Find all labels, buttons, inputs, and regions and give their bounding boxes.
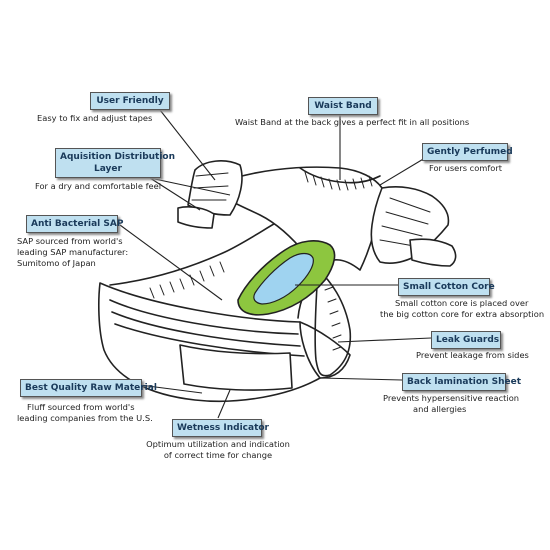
desc-anti-bacterial-sap-2: leading SAP manufacturer:	[17, 247, 129, 257]
desc-back-lamination-2: and allergies	[413, 404, 467, 414]
desc-small-cotton-core-2: the big cotton core for extra absorption	[380, 309, 545, 319]
desc-leak-guards: Prevent leakage from sides	[416, 350, 529, 360]
desc-wetness-2: of correct time for change	[163, 450, 273, 460]
left-tape	[177, 206, 215, 229]
right-tape	[409, 238, 457, 267]
leader-anti-bacterial	[119, 224, 223, 301]
leader-leak-guards	[337, 337, 432, 343]
small-cotton-core	[253, 252, 314, 305]
front-panel	[179, 344, 293, 391]
leader-back-lamination	[319, 377, 403, 381]
desc-anti-bacterial-sap-3: Sumitomo of Japan	[17, 258, 96, 268]
label-user-friendly: User Friendly	[90, 92, 170, 110]
label-aquisition-line1: Aquisition Distribution	[60, 152, 176, 162]
desc-aquisition-distribution-layer: For a dry and comfortable feel	[35, 181, 162, 191]
desc-waist-band: Waist Band at the back gives a perfect f…	[235, 117, 470, 127]
desc-anti-bacterial-sap-1: SAP sourced from world's	[17, 236, 123, 246]
label-gently-perfumed: Gently Perfumed	[422, 143, 513, 161]
desc-back-lamination-1: Prevents hypersensitive reaction	[383, 393, 520, 403]
desc-best-quality-2: leading companies from the U.S.	[17, 413, 153, 423]
desc-small-cotton-core-1: Small cotton core is placed over	[395, 298, 529, 308]
back-waistband	[299, 167, 381, 184]
leader-wetness	[217, 389, 231, 419]
leader-user-friendly	[159, 109, 216, 181]
diaper-back-body	[214, 166, 383, 271]
label-aquisition-distribution-layer: Aquisition Distribution Layer	[55, 148, 176, 178]
desc-user-friendly: Easy to fix and adjust tapes	[37, 113, 153, 123]
label-wetness-indicator: Wetness Indicator	[172, 419, 269, 437]
label-anti-bacterial-sap: Anti Bacterial SAP	[26, 215, 123, 233]
label-small-cotton-core: Small Cotton Core	[398, 278, 495, 296]
label-best-quality-raw-material: Best Quality Raw Material	[20, 379, 157, 397]
desc-best-quality-1: Fluff sourced from world's	[27, 402, 135, 412]
label-waist-band: Waist Band	[308, 97, 378, 115]
leader-aquisition	[149, 177, 231, 211]
label-leak-guards: Leak Guards	[431, 331, 501, 349]
label-back-lamination-sheet: Back lamination Sheet	[402, 373, 521, 391]
back-lamination	[299, 321, 351, 379]
leader-best-quality	[139, 384, 203, 394]
left-tape-wing	[187, 160, 243, 216]
desc-wetness-1: Optimum utilization and indication	[146, 439, 290, 449]
label-aquisition-line2: Layer	[94, 164, 122, 174]
desc-gently-perfumed: For users comfort	[429, 163, 503, 173]
